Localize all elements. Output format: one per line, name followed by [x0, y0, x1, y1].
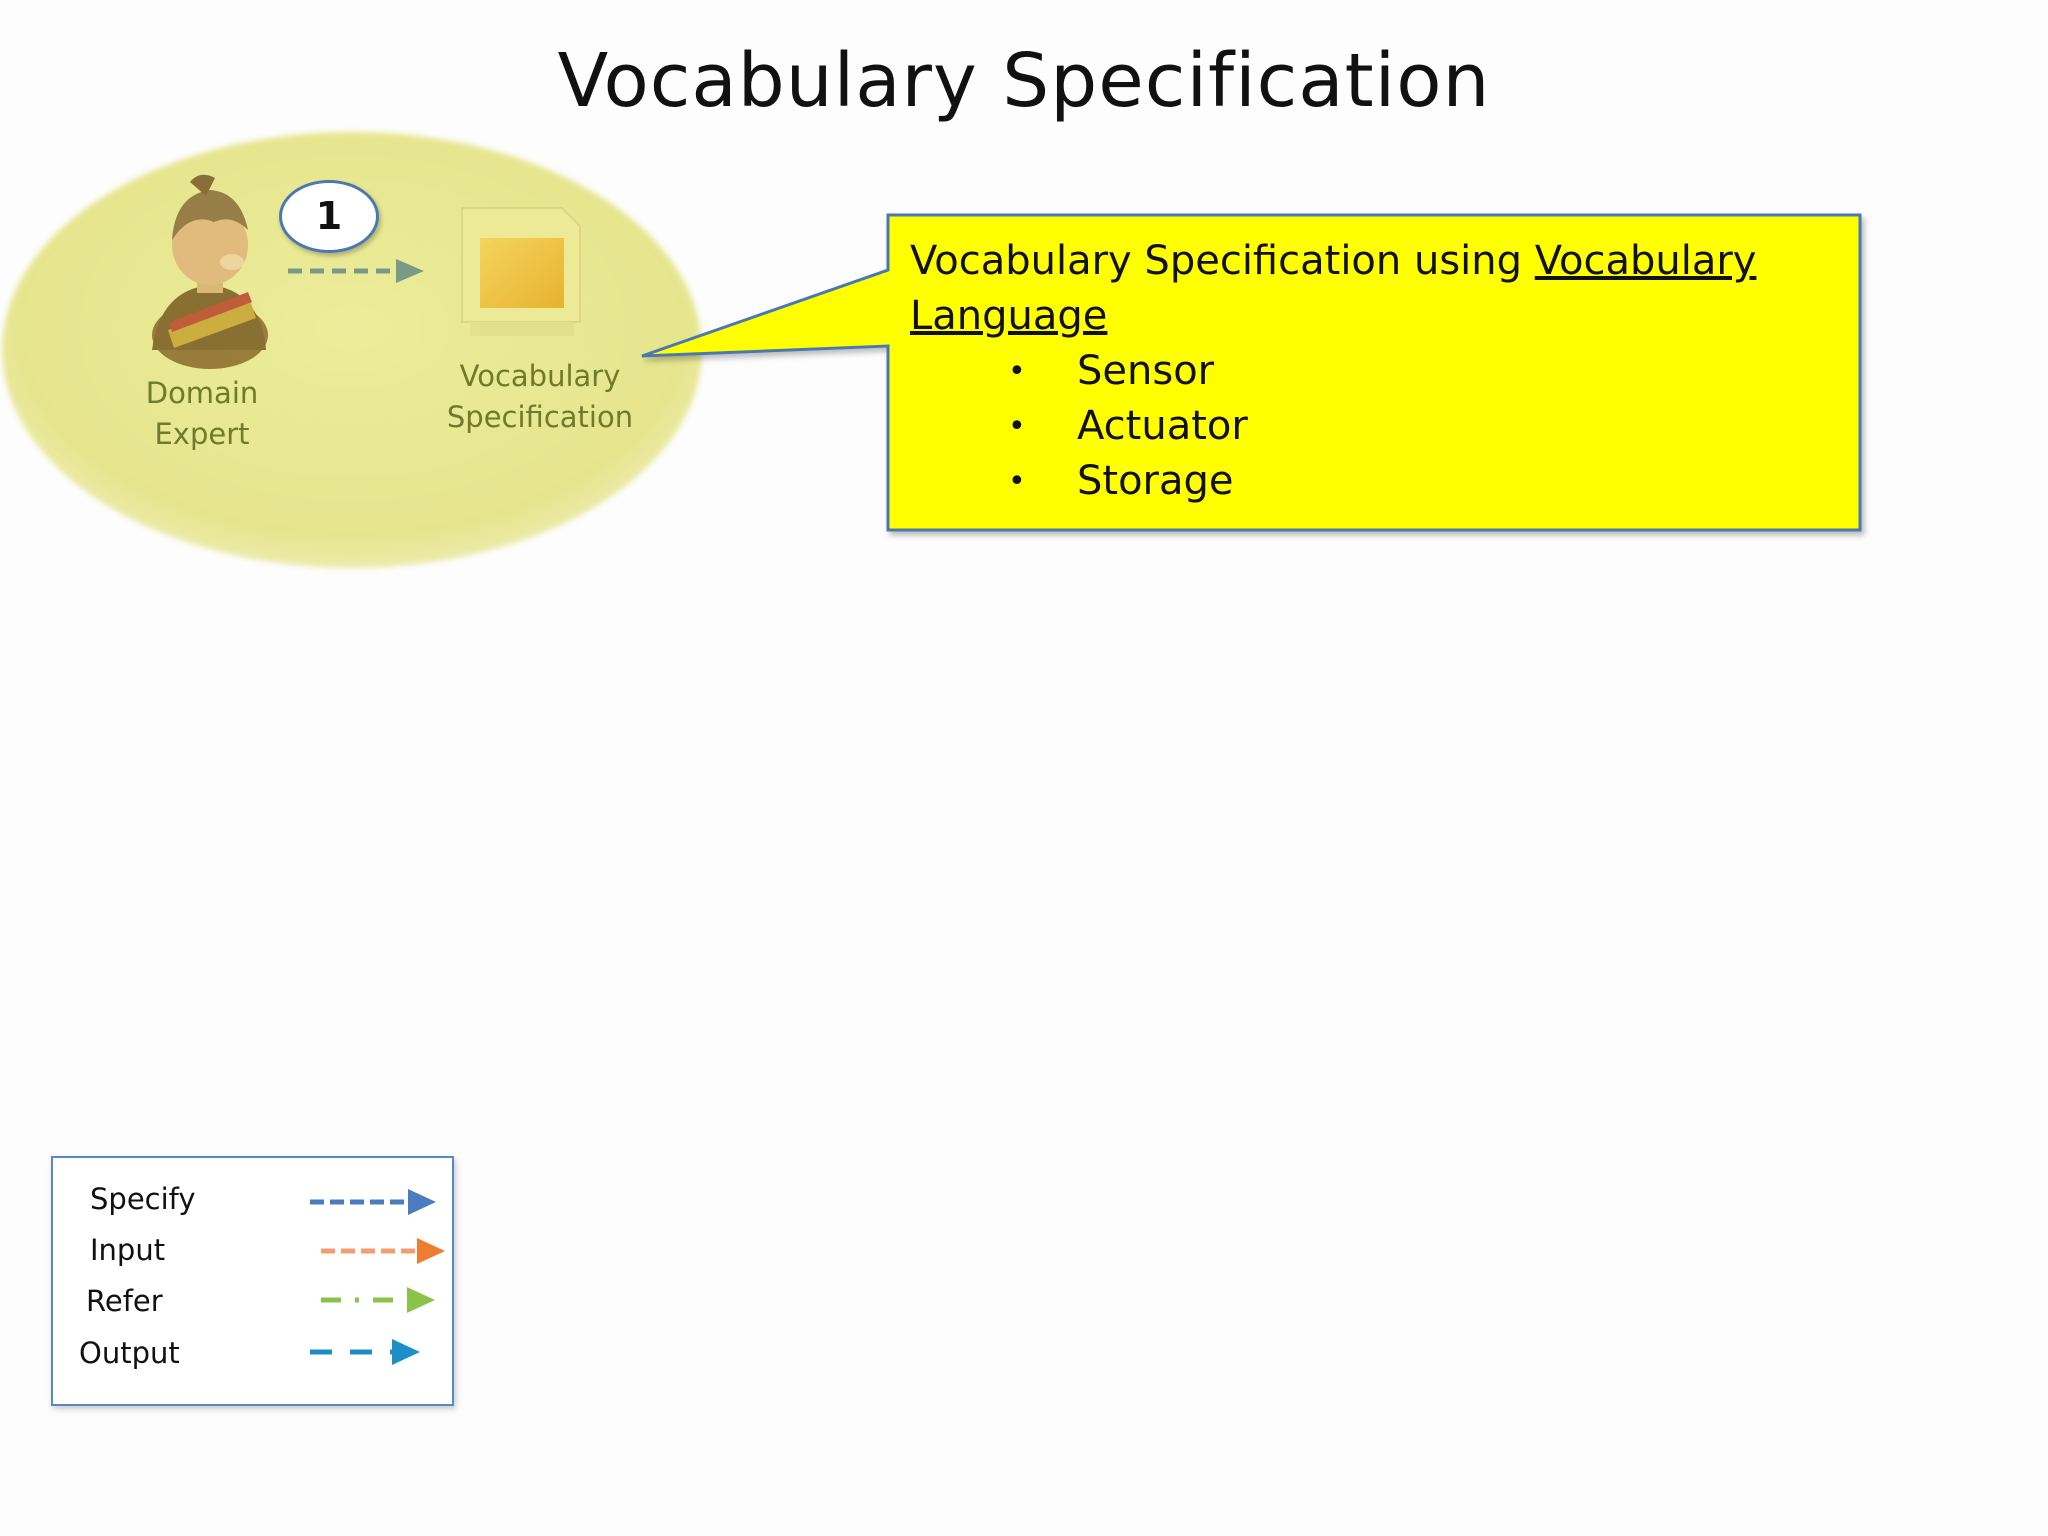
legend-label: Input: [90, 1233, 166, 1267]
bullet-item: • Storage: [910, 454, 1850, 509]
step-badge: 1: [279, 180, 379, 253]
callout-heading: Vocabulary Specification using Vocabular…: [910, 234, 1850, 289]
legend-row-output: Output: [53, 1328, 452, 1378]
domain-expert-label: Domain Expert: [122, 373, 282, 455]
output-arrow-icon: [310, 1339, 420, 1365]
domain-expert-icon: [152, 174, 268, 369]
legend-row-specify: Specify: [53, 1174, 452, 1224]
legend-label: Output: [79, 1336, 180, 1370]
vocabulary-spec-label: Vocabulary Specification: [430, 356, 650, 438]
bullet-item: • Sensor: [910, 344, 1850, 399]
bullet-icon: •: [1008, 354, 1026, 389]
vocabulary-language-link[interactable]: Vocabulary: [1534, 238, 1757, 284]
legend-box: Specify Input Refer Output: [51, 1156, 454, 1406]
legend-row-refer: Refer: [53, 1276, 452, 1326]
callout-text: Vocabulary Specification using Vocabular…: [910, 234, 1850, 509]
callout-prefix: Vocabulary Specification using: [910, 238, 1535, 284]
vocabulary-spec-label-line: Vocabulary: [459, 359, 621, 393]
domain-expert-label-line: Domain: [145, 376, 259, 410]
legend-row-input: Input: [53, 1225, 452, 1275]
vocabulary-language-link-continued[interactable]: Language: [910, 293, 1108, 339]
refer-arrow-icon: [321, 1287, 435, 1313]
input-arrow-icon: [321, 1238, 445, 1264]
domain-expert-label-line: Expert: [154, 417, 250, 451]
bullet-text: Actuator: [1077, 403, 1248, 449]
specify-arrow: [288, 259, 424, 283]
bullet-icon: •: [1008, 409, 1026, 444]
specify-arrow-icon: [310, 1189, 436, 1215]
vocabulary-spec-label-line: Specification: [446, 400, 634, 434]
legend-label: Refer: [86, 1284, 163, 1318]
callout-shape: [641, 213, 1862, 532]
bullet-item: • Actuator: [910, 399, 1850, 454]
document-icon: [461, 207, 581, 336]
slide-title: Vocabulary Specification: [557, 38, 1491, 124]
bullet-icon: •: [1008, 464, 1026, 499]
bullet-text: Sensor: [1077, 348, 1215, 394]
callout-bullet-list: • Sensor • Actuator • Storage: [910, 344, 1850, 509]
bullet-text: Storage: [1077, 458, 1234, 504]
legend-label: Specify: [90, 1182, 196, 1216]
